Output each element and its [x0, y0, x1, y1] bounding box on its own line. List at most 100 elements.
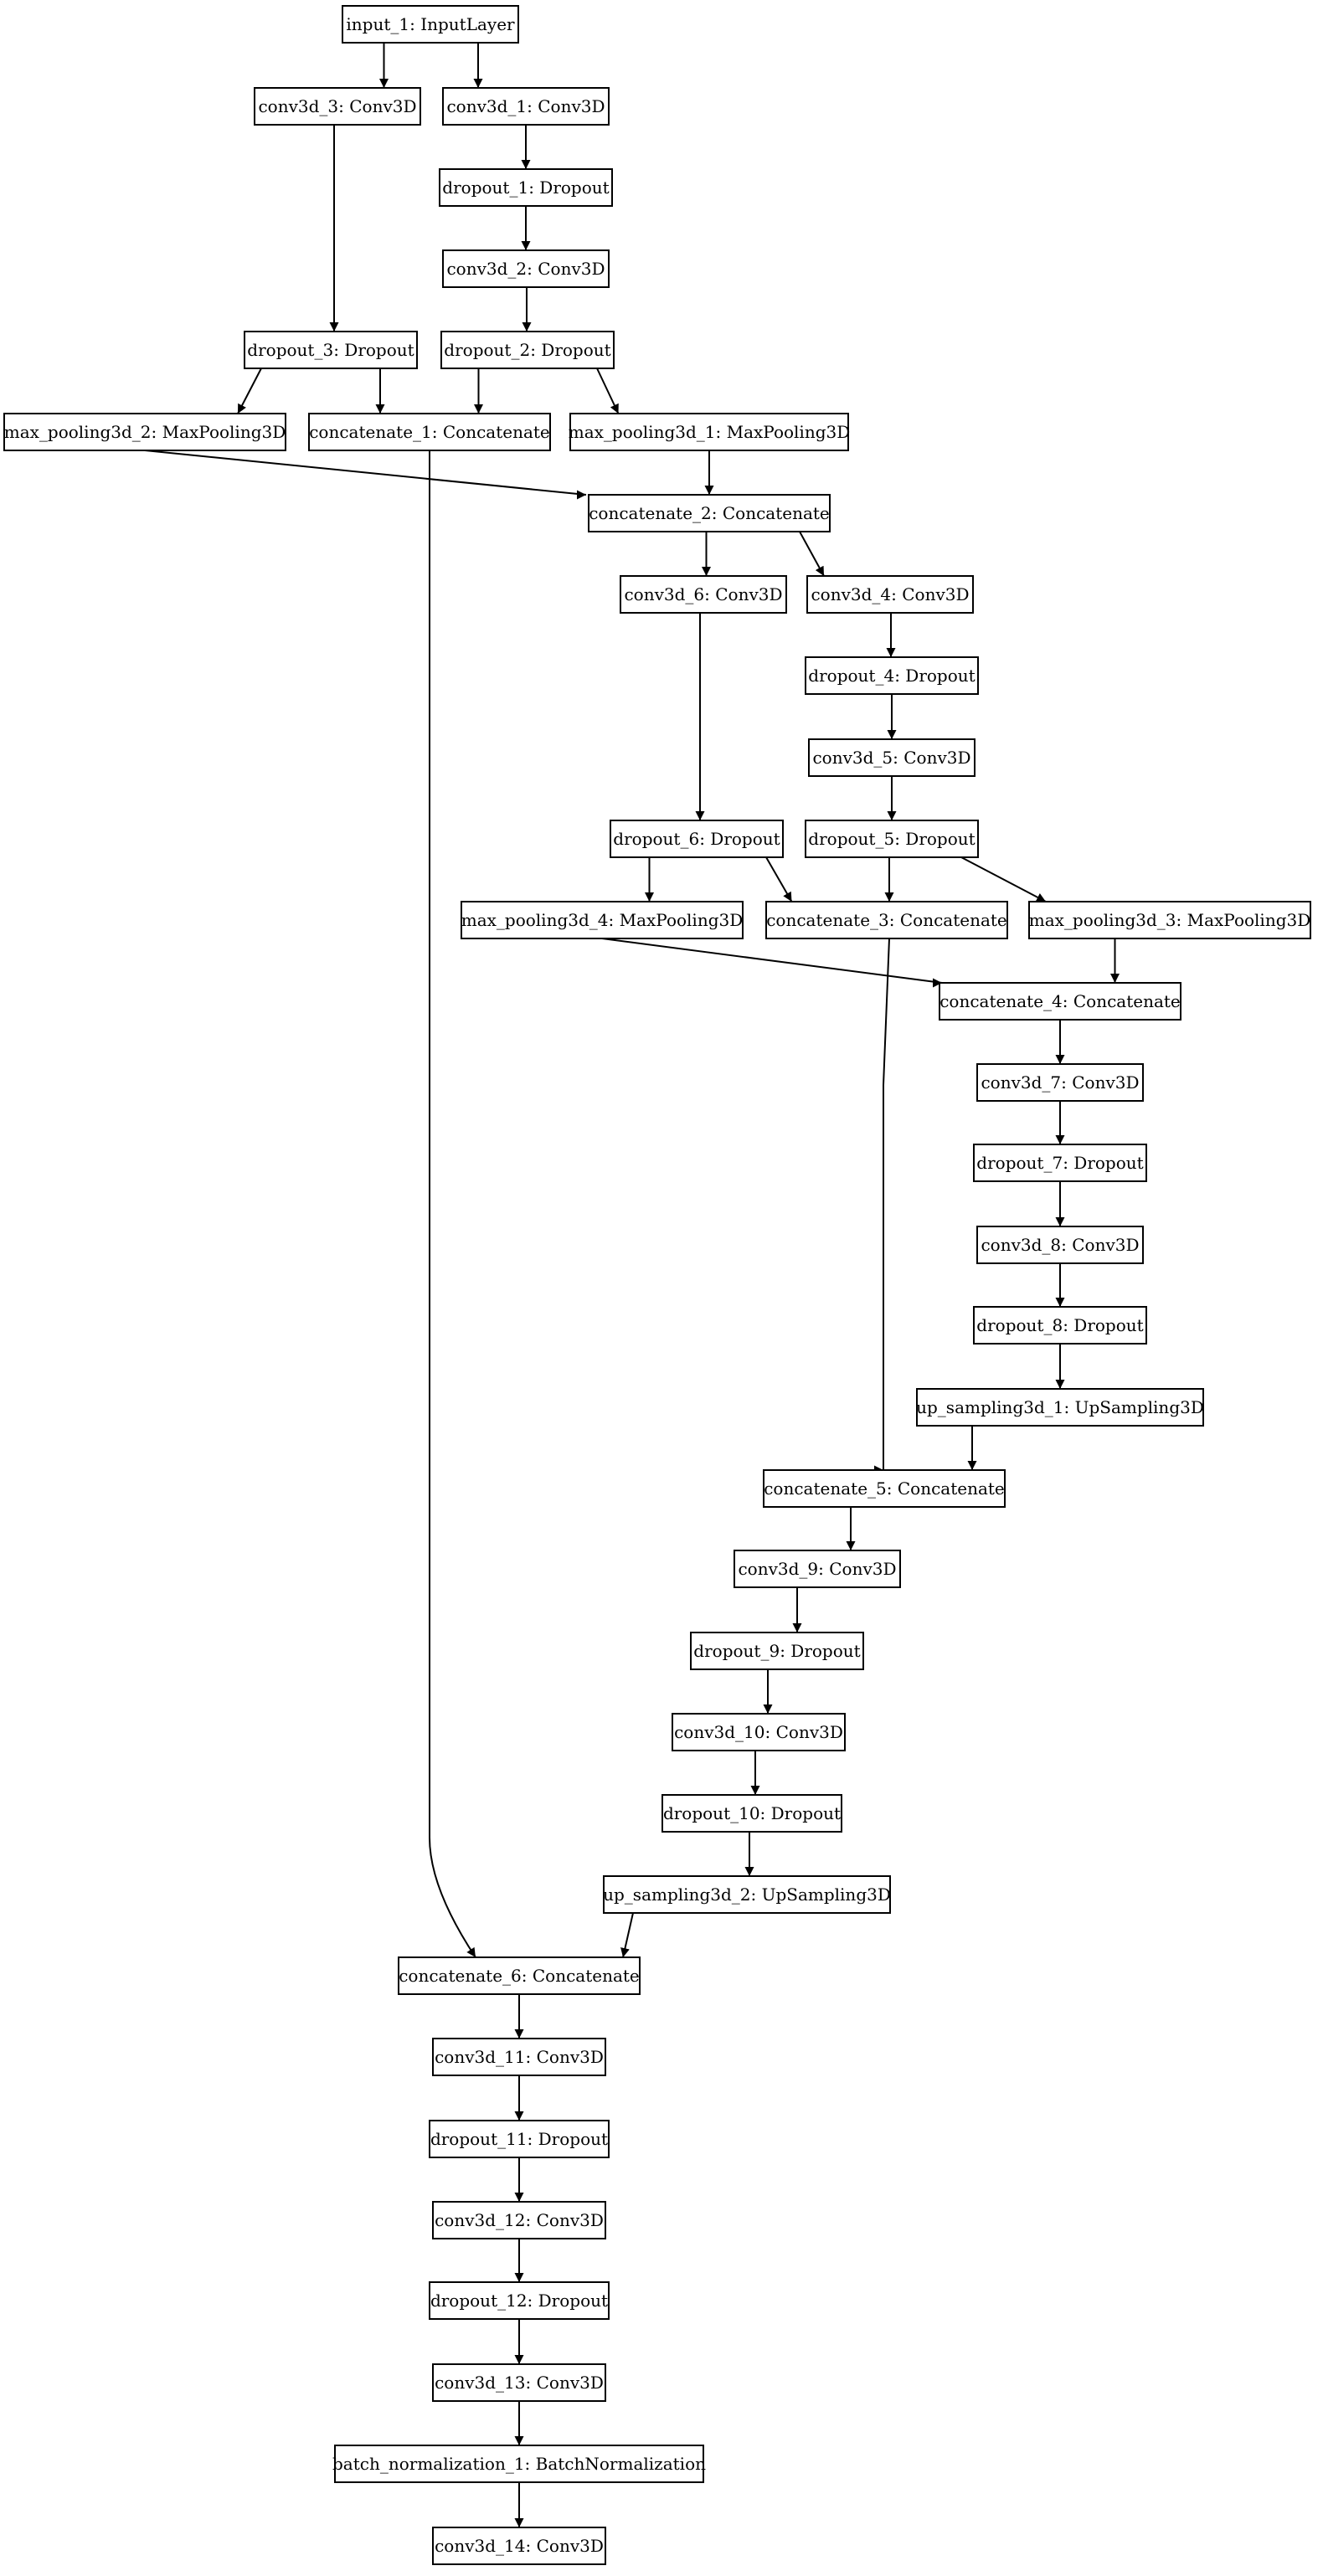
node-box — [734, 1550, 901, 1588]
node-label: conv3d_4: Conv3D — [811, 584, 969, 604]
node-dropout-10: dropout_10: Dropout — [662, 1794, 842, 1833]
node-box — [429, 2120, 610, 2158]
node-max-pooling3d-3: max_pooling3d_3: MaxPooling3D — [1028, 901, 1311, 939]
node-concatenate-3: concatenate_3: Concatenate — [765, 901, 1008, 939]
node-box — [916, 1388, 1204, 1427]
node-box — [442, 87, 610, 126]
node-label: dropout_3: Dropout — [247, 340, 414, 360]
node-label: conv3d_2: Conv3D — [446, 259, 605, 279]
node-input-1: input_1: InputLayer — [342, 5, 519, 44]
node-label: concatenate_5: Concatenate — [764, 1478, 1005, 1499]
node-box — [432, 2527, 606, 2565]
node-box — [690, 1632, 864, 1670]
node-conv3d-4: conv3d_4: Conv3D — [806, 575, 974, 614]
node-dropout-6: dropout_6: Dropout — [610, 820, 784, 858]
edge-dropout-5-to-max-pooling3d-3 — [960, 856, 1047, 902]
node-label: conv3d_14: Conv3D — [435, 2536, 604, 2556]
node-conv3d-12: conv3d_12: Conv3D — [432, 2201, 606, 2239]
node-box — [976, 1226, 1144, 1264]
node-conv3d-14: conv3d_14: Conv3D — [432, 2527, 606, 2565]
node-label: dropout_10: Dropout — [663, 1803, 841, 1823]
node-box — [973, 1144, 1147, 1182]
node-label: conv3d_7: Conv3D — [981, 1072, 1139, 1093]
node-label: batch_normalization_1: BatchNormalizatio… — [332, 2454, 706, 2474]
node-up-sampling3d-1: up_sampling3d_1: UpSampling3D — [916, 1388, 1204, 1427]
node-dropout-11: dropout_11: Dropout — [429, 2120, 610, 2158]
node-conv3d-11: conv3d_11: Conv3D — [432, 2038, 606, 2076]
node-box — [442, 249, 610, 288]
node-box — [588, 494, 831, 532]
node-box — [620, 575, 787, 614]
node-label: conv3d_6: Conv3D — [624, 584, 782, 604]
node-max-pooling3d-2: max_pooling3d_2: MaxPooling3D — [3, 413, 286, 451]
node-box — [672, 1713, 846, 1751]
node-label: dropout_7: Dropout — [976, 1153, 1143, 1173]
node-box — [805, 656, 979, 695]
node-dropout-9: dropout_9: Dropout — [690, 1632, 864, 1670]
node-conv3d-1: conv3d_1: Conv3D — [442, 87, 610, 126]
node-label: max_pooling3d_1: MaxPooling3D — [569, 422, 851, 442]
node-concatenate-2: concatenate_2: Concatenate — [588, 494, 831, 532]
node-dropout-7: dropout_7: Dropout — [973, 1144, 1147, 1182]
node-dropout-12: dropout_12: Dropout — [429, 2281, 610, 2320]
node-label: concatenate_1: Concatenate — [309, 422, 550, 442]
node-label: dropout_9: Dropout — [693, 1641, 860, 1661]
node-batch-normalization-1: batch_normalization_1: BatchNormalizatio… — [332, 2445, 706, 2483]
node-label: conv3d_5: Conv3D — [812, 748, 970, 768]
edge-max-pooling3d-2-to-concatenate-2 — [144, 450, 587, 499]
node-label: concatenate_4: Concatenate — [939, 991, 1181, 1011]
node-box — [334, 2445, 704, 2483]
node-label: dropout_6: Dropout — [613, 829, 780, 849]
node-conv3d-13: conv3d_13: Conv3D — [432, 2363, 606, 2402]
node-label: dropout_5: Dropout — [808, 829, 975, 849]
node-box — [342, 5, 519, 44]
node-label: conv3d_3: Conv3D — [258, 96, 416, 116]
node-conv3d-2: conv3d_2: Conv3D — [442, 249, 610, 288]
node-label: conv3d_13: Conv3D — [435, 2373, 604, 2393]
node-label: dropout_11: Dropout — [430, 2129, 608, 2149]
node-label: concatenate_2: Concatenate — [589, 503, 830, 523]
node-conv3d-3: conv3d_3: Conv3D — [254, 87, 421, 126]
node-label: concatenate_3: Concatenate — [766, 910, 1007, 930]
node-dropout-4: dropout_4: Dropout — [805, 656, 979, 695]
node-conv3d-8: conv3d_8: Conv3D — [976, 1226, 1144, 1264]
node-max-pooling3d-1: max_pooling3d_1: MaxPooling3D — [569, 413, 851, 451]
node-label: dropout_1: Dropout — [442, 177, 609, 198]
node-label: conv3d_9: Conv3D — [738, 1559, 896, 1579]
node-conv3d-6: conv3d_6: Conv3D — [620, 575, 787, 614]
node-label: concatenate_6: Concatenate — [399, 1966, 640, 1986]
node-box — [662, 1794, 842, 1833]
node-dropout-1: dropout_1: Dropout — [439, 168, 613, 207]
node-box — [973, 1306, 1147, 1345]
node-box — [939, 982, 1181, 1021]
node-label: up_sampling3d_2: UpSampling3D — [603, 1884, 891, 1905]
edge-concatenate-1-to-concatenate-6 — [429, 450, 476, 1958]
node-box — [432, 2363, 606, 2402]
edges-layer — [144, 43, 1120, 2527]
node-label: up_sampling3d_1: UpSampling3D — [916, 1397, 1204, 1417]
node-label: conv3d_11: Conv3D — [435, 2047, 604, 2067]
edge-concatenate-3-to-concatenate-5 — [878, 938, 890, 1470]
node-box — [3, 413, 286, 451]
node-box — [976, 1063, 1144, 1102]
node-box — [808, 738, 976, 777]
node-box — [765, 901, 1008, 939]
edge-dropout-3-to-max-pooling3d-2 — [237, 368, 262, 414]
node-concatenate-5: concatenate_5: Concatenate — [763, 1469, 1006, 1508]
node-concatenate-4: concatenate_4: Concatenate — [939, 982, 1181, 1021]
node-label: max_pooling3d_3: MaxPooling3D — [1029, 910, 1311, 930]
node-label: input_1: InputLayer — [346, 14, 515, 34]
node-concatenate-1: concatenate_1: Concatenate — [308, 413, 551, 451]
node-label: dropout_2: Dropout — [444, 340, 610, 360]
node-box — [610, 820, 784, 858]
node-dropout-5: dropout_5: Dropout — [805, 820, 979, 858]
node-dropout-8: dropout_8: Dropout — [973, 1306, 1147, 1345]
node-dropout-3: dropout_3: Dropout — [244, 331, 418, 369]
node-label: max_pooling3d_4: MaxPooling3D — [461, 910, 744, 930]
node-conv3d-5: conv3d_5: Conv3D — [808, 738, 976, 777]
node-label: conv3d_10: Conv3D — [674, 1722, 843, 1742]
node-label: conv3d_12: Conv3D — [435, 2210, 604, 2230]
node-box — [763, 1469, 1006, 1508]
node-box — [432, 2038, 606, 2076]
node-box — [440, 331, 615, 369]
